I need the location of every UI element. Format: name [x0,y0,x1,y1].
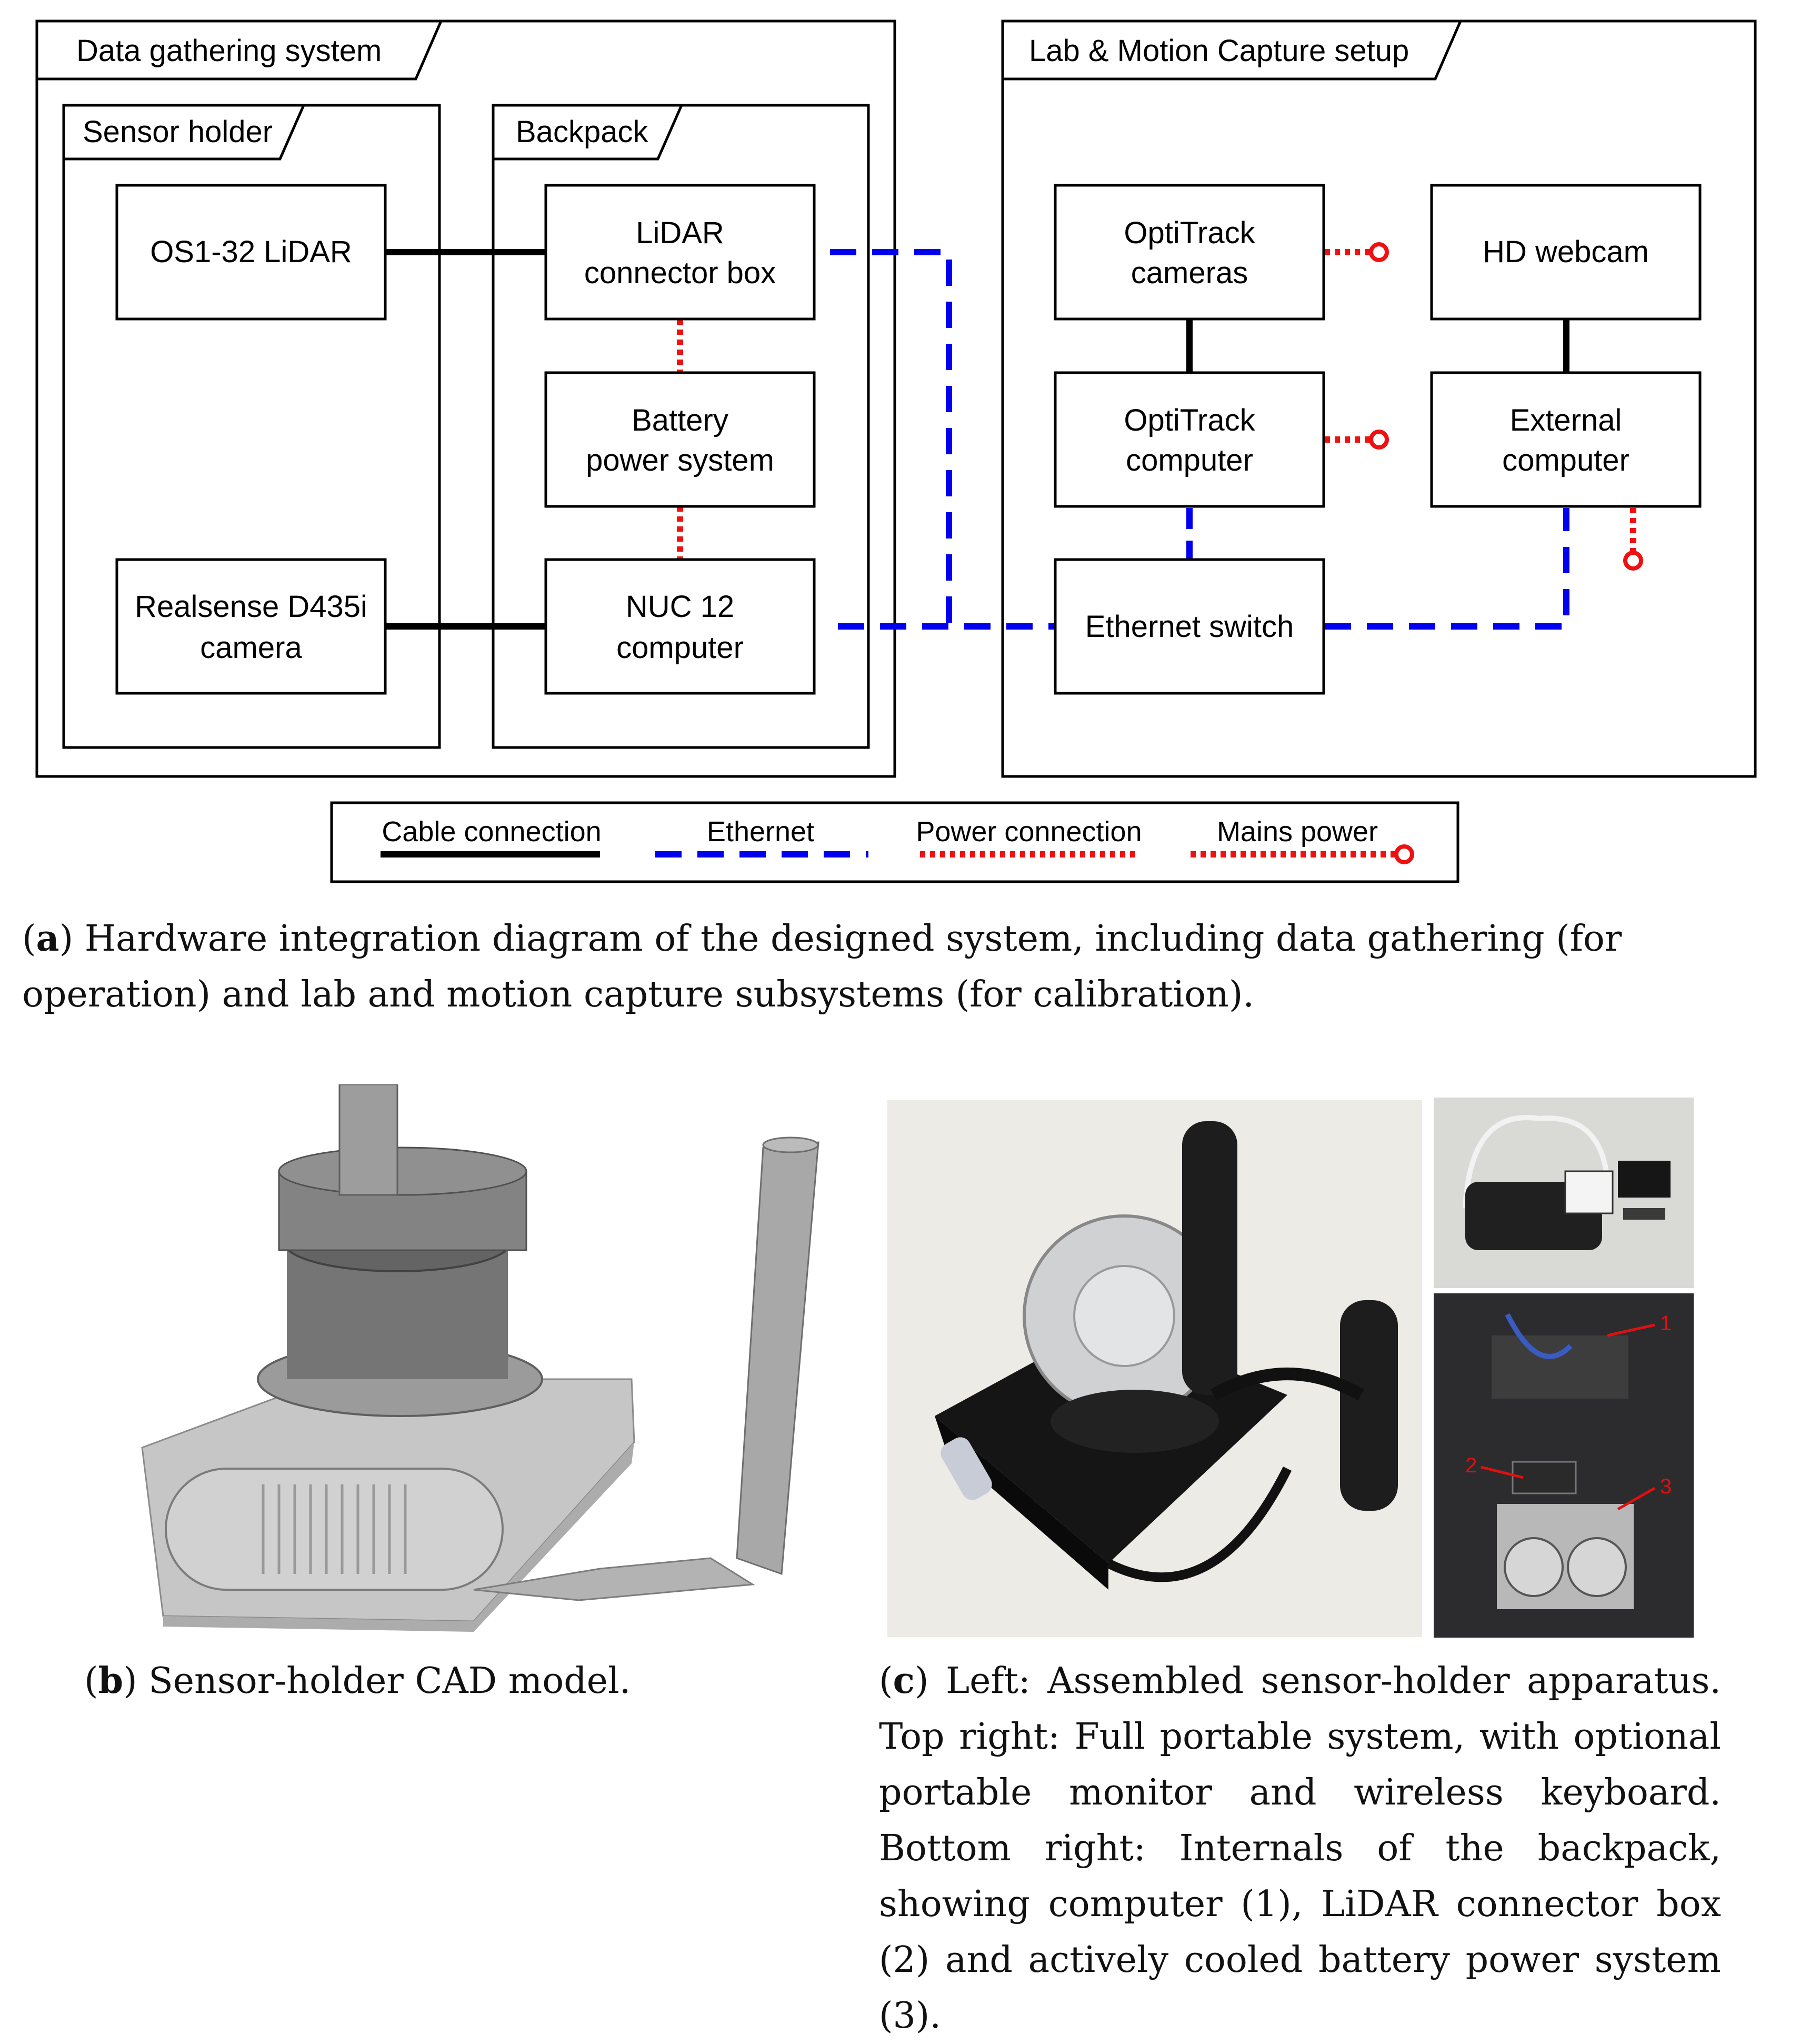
caption-b: (b) Sensor-holder CAD model. [84,1660,631,1702]
svg-text:computer: computer [616,631,744,665]
svg-text:cameras: cameras [1131,256,1248,290]
group-label-backpack: Backpack [516,115,648,149]
caption-b-label: b [98,1660,124,1702]
node-battery-power-system: Battery power system [544,371,816,508]
svg-text:2: 2 [1465,1454,1477,1477]
svg-text:connector box: connector box [584,256,776,290]
node-external-computer: External computer [1430,371,1702,508]
edge-lidarbox-switch [830,249,952,626]
caption-b-text: Sensor-holder CAD model. [137,1660,631,1702]
caption-a: (a) Hardware integration diagram of the … [22,918,1622,1015]
legend-item-ethernet: Ethernet [655,816,868,858]
node-optitrack-cameras: OptiTrack cameras [1054,184,1325,321]
svg-text:computer: computer [1502,443,1629,477]
backpack-internals-photo: 1 2 3 [1434,1293,1694,1638]
caption-c: (c) Left: Assembled sensor-holder appara… [879,1660,1721,2037]
edge-optitrack-cams-mains [1325,242,1389,262]
caption-c-text: Left: Assembled sensor-holder apparatus.… [879,1660,1721,2037]
node-ethernet-switch: Ethernet switch [1054,558,1325,695]
svg-text:Power connection: Power connection [916,816,1142,847]
group-backpack: Backpack [492,104,870,749]
svg-text:HD webcam: HD webcam [1483,235,1649,269]
photo-annotation-1: 1 [1607,1312,1672,1337]
edge-optitrack-computer-mains [1325,430,1389,450]
svg-text:1: 1 [1660,1312,1672,1335]
caption-a-label: a [36,918,59,960]
legend-item-mains: Mains power [1191,816,1414,864]
svg-text:Battery: Battery [632,403,728,437]
edge-switch-external [1325,508,1569,630]
legend-item-power: Power connection [916,816,1142,858]
group-lab: Lab & Motion Capture setup [1001,19,1757,778]
group-label-data-gathering: Data gathering system [76,34,382,68]
node-nuc-computer: NUC 12 computer [544,558,816,695]
svg-text:LiDAR: LiDAR [636,216,724,250]
node-optitrack-computer: OptiTrack computer [1054,371,1325,508]
hardware-integration-diagram: Data gathering system Sensor holder Back… [35,19,1757,883]
cad-model-image [141,1084,819,1632]
photo-annotation-2: 2 [1465,1454,1524,1479]
sensor-holder-photo [887,1100,1422,1637]
photo-annotation-3: 3 [1617,1475,1672,1511]
caption-c-label: c [893,1660,915,1702]
node-hd-webcam: HD webcam [1430,184,1702,321]
portable-system-photo [1434,1098,1694,1288]
node-lidar-connector-box: LiDAR connector box [544,184,816,321]
group-label-sensor-holder: Sensor holder [83,115,273,149]
caption-a-text: Hardware integration diagram of the desi… [22,918,1622,1015]
svg-text:computer: computer [1126,443,1253,477]
svg-text:OptiTrack: OptiTrack [1124,216,1255,250]
svg-text:power system: power system [586,443,774,477]
svg-text:External: External [1510,403,1622,437]
svg-text:OptiTrack: OptiTrack [1124,403,1255,437]
svg-text:OS1-32 LiDAR: OS1-32 LiDAR [150,235,352,269]
group-label-lab: Lab & Motion Capture setup [1029,34,1409,68]
svg-text:NUC 12: NUC 12 [626,590,734,624]
node-os1-lidar: OS1-32 LiDAR [115,184,387,321]
svg-text:Realsense D435i: Realsense D435i [135,590,367,624]
group-sensor-holder: Sensor holder [62,104,441,749]
svg-text:camera: camera [200,631,302,665]
svg-text:Cable connection: Cable connection [382,816,601,847]
group-data-gathering: Data gathering system [35,19,896,778]
node-realsense-camera: Realsense D435i camera [115,558,387,695]
edge-external-mains [1623,508,1643,571]
legend-item-cable: Cable connection [381,816,602,858]
svg-text:Ethernet switch: Ethernet switch [1085,610,1294,644]
svg-text:3: 3 [1660,1475,1672,1498]
legend: Cable connection Ethernet Power connecti… [330,801,1459,883]
svg-text:Mains power: Mains power [1217,816,1378,847]
svg-text:Ethernet: Ethernet [707,816,814,847]
